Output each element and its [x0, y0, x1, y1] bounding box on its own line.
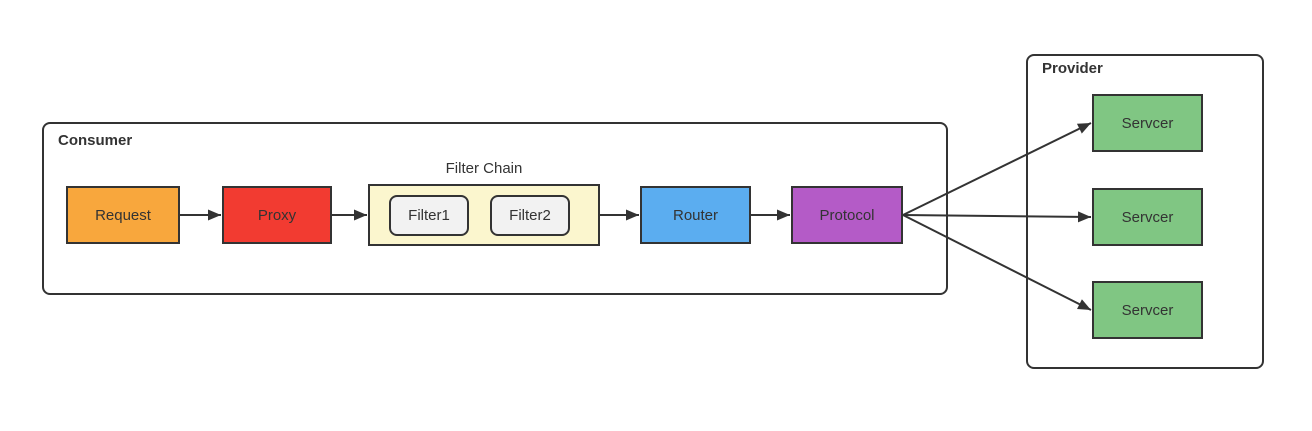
node-filter2-label: Filter2	[509, 207, 551, 224]
node-server-2: Servcer	[1092, 188, 1203, 246]
node-request: Request	[66, 186, 180, 244]
node-router-label: Router	[672, 206, 719, 224]
node-proxy-label: Proxy	[257, 206, 297, 224]
node-server-1-label: Servcer	[1121, 114, 1174, 132]
node-filter2: Filter2	[490, 195, 570, 236]
node-protocol: Protocol	[791, 186, 903, 244]
consumer-group-label: Consumer	[58, 132, 133, 149]
node-server-3-label: Servcer	[1121, 301, 1174, 319]
node-request-label: Request	[95, 206, 151, 224]
node-protocol-label: Protocol	[819, 206, 875, 224]
provider-group-label: Provider	[1042, 60, 1103, 77]
filter-chain-label: Filter Chain	[445, 160, 523, 177]
node-server-2-label: Servcer	[1121, 208, 1174, 226]
node-filter1: Filter1	[389, 195, 469, 236]
node-proxy: Proxy	[222, 186, 332, 244]
node-server-3: Servcer	[1092, 281, 1203, 339]
node-server-1: Servcer	[1092, 94, 1203, 152]
node-router: Router	[640, 186, 751, 244]
node-filter1-label: Filter1	[408, 207, 450, 224]
